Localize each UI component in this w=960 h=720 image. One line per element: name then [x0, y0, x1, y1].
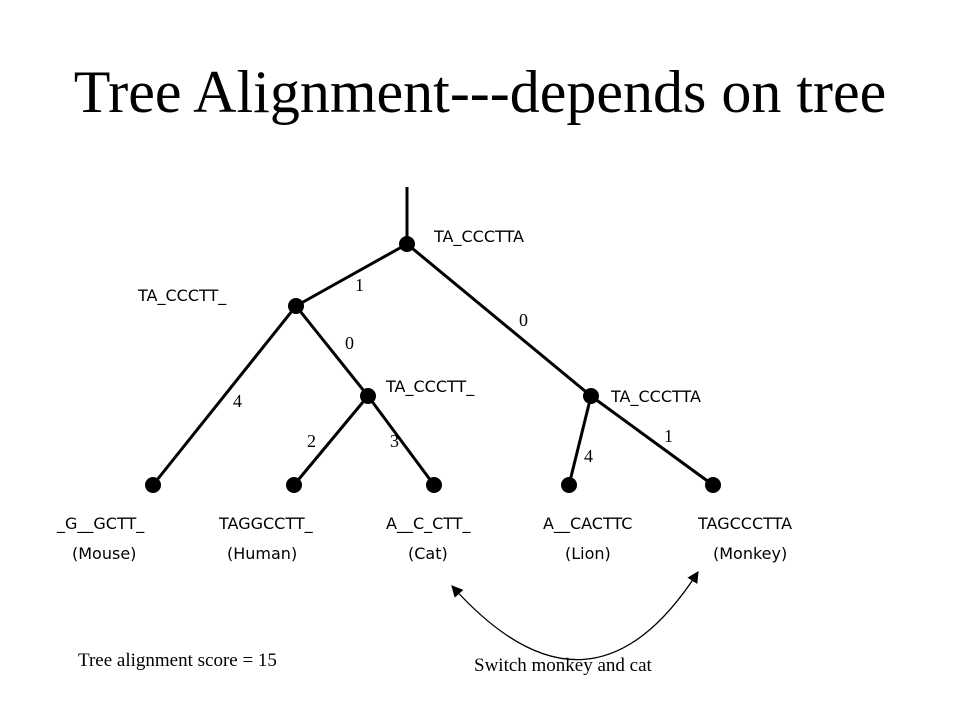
tree-score-caption: Tree alignment score = 15 — [78, 650, 277, 671]
weight-mid-human: 2 — [307, 431, 316, 451]
edge-left-mid — [294, 305, 370, 397]
switch-caption: Switch monkey and cat — [474, 655, 653, 676]
node-root — [399, 236, 415, 252]
weight-right-lion: 4 — [584, 446, 593, 466]
leaf-name-lion: (Lion) — [565, 544, 611, 563]
edge-root-left — [295, 242, 408, 308]
leaf-seq-cat: A__C_CTT_ — [386, 514, 472, 534]
leaf-seq-human: TAGGCCTT_ — [218, 514, 314, 534]
weight-root-left: 1 — [355, 275, 364, 295]
label-mid: TA_CCCTT_ — [385, 377, 475, 397]
leaf-node-lion — [561, 477, 577, 493]
node-left — [288, 298, 304, 314]
leaf-node-cat — [426, 477, 442, 493]
edge-right-monkey — [590, 394, 714, 487]
leaf-seq-lion: A__CACTTC — [543, 514, 632, 534]
edge-root-right — [406, 242, 592, 398]
leaf-name-mouse: (Mouse) — [72, 544, 136, 563]
weight-right-monkey: 1 — [664, 426, 673, 446]
label-right: TA_CCCTTA — [610, 387, 701, 407]
label-root: TA_CCCTTA — [433, 227, 524, 247]
page-title: Tree Alignment---depends on tree — [73, 59, 887, 125]
edge-mid-cat — [366, 395, 436, 486]
edge-right-lion — [567, 395, 593, 486]
leaf-seq-mouse: _G__GCTT_ — [56, 514, 145, 534]
weight-root-right: 0 — [519, 310, 528, 330]
weight-mid-cat: 3 — [390, 431, 399, 451]
node-right — [583, 388, 599, 404]
weight-left-mid: 0 — [345, 333, 354, 353]
weight-left-mouse: 4 — [233, 391, 242, 411]
node-mid — [360, 388, 376, 404]
leaf-seq-monkey: TAGCCCTTA — [697, 514, 792, 533]
leaf-node-mouse — [145, 477, 161, 493]
edge-left-mouse — [151, 305, 298, 486]
leaf-name-monkey: (Monkey) — [713, 544, 787, 563]
leaf-node-monkey — [705, 477, 721, 493]
edge-mid-human — [292, 395, 370, 486]
leaf-node-human — [286, 477, 302, 493]
leaf-name-cat: (Cat) — [408, 544, 448, 563]
switch-arrow — [451, 571, 699, 661]
label-left: TA_CCCTT_ — [137, 286, 227, 306]
leaf-name-human: (Human) — [227, 544, 297, 563]
